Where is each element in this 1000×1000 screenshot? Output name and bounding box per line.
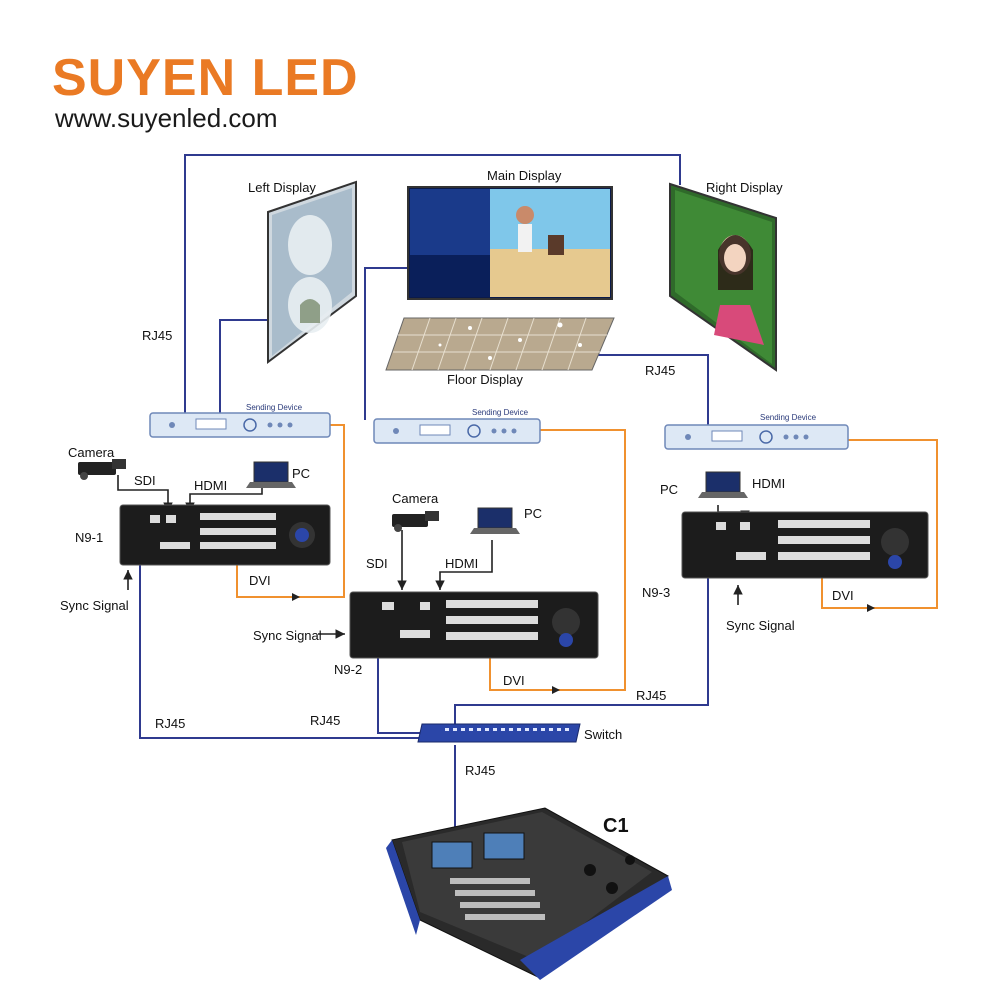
rj45-label-3: RJ45 (155, 716, 185, 731)
rj45-label-4: RJ45 (310, 713, 340, 728)
camera-2-label: Camera (392, 491, 439, 506)
processor-n9-1 (119, 504, 331, 566)
rj45-lines (139, 154, 709, 830)
left-display-label: Left Display (248, 180, 316, 195)
pc-1-label: PC (292, 466, 310, 481)
sending-device-2 (373, 418, 541, 444)
sending-device-3-label: Sending Device (760, 413, 817, 422)
pc-3-label: PC (660, 482, 678, 497)
dvi-label-1: DVI (249, 573, 271, 588)
controller-c1 (386, 807, 672, 980)
main-display (407, 186, 613, 300)
processor-n9-3 (681, 511, 929, 579)
sdi-label-2: SDI (366, 556, 388, 571)
hdmi-label-2: HDMI (445, 556, 478, 571)
sync-signal-label-3: Sync Signal (726, 618, 795, 633)
sending-device-3 (664, 424, 849, 450)
rj45-label-2: RJ45 (645, 363, 675, 378)
sync-signal-label-2: Sync Signal (253, 628, 322, 643)
left-display (267, 180, 357, 364)
pc-3-icon (698, 471, 748, 498)
n9-3-label: N9-3 (642, 585, 670, 600)
floor-display-label: Floor Display (447, 372, 523, 387)
camera-1-icon (78, 459, 126, 480)
dvi-lines (236, 424, 938, 691)
dvi-arrows (292, 593, 875, 694)
switch-label: Switch (584, 727, 622, 742)
source-lines (117, 475, 750, 639)
n9-1-label: N9-1 (75, 530, 103, 545)
brand-logo: SUYEN LED (52, 49, 359, 107)
c1-label: C1 (603, 815, 629, 837)
rj45-label-6: RJ45 (465, 763, 495, 778)
sending-device-1 (149, 412, 331, 438)
sdi-label-1: SDI (134, 473, 156, 488)
dvi-label-3: DVI (832, 588, 854, 603)
website-url: www.suyenled.com (54, 103, 278, 133)
rj45-label-5: RJ45 (636, 688, 666, 703)
n9-2-label: N9-2 (334, 662, 362, 677)
pc-2-label: PC (524, 506, 542, 521)
network-switch (417, 723, 581, 743)
dvi-label-2: DVI (503, 673, 525, 688)
sending-device-2-label: Sending Device (472, 408, 529, 417)
camera-2-icon (392, 511, 439, 532)
rj45-label-1: RJ45 (142, 328, 172, 343)
sync-signal-label-1: Sync Signal (60, 598, 129, 613)
hdmi-label-1: HDMI (194, 478, 227, 493)
sending-device-1-label: Sending Device (246, 403, 303, 412)
main-display-label: Main Display (487, 168, 562, 183)
right-display (669, 182, 777, 372)
pc-1-icon (246, 461, 296, 488)
floor-display (385, 317, 615, 371)
camera-1-label: Camera (68, 445, 115, 460)
processor-n9-2 (349, 591, 599, 659)
pc-2-icon (470, 507, 520, 534)
hdmi-label-3: HDMI (752, 476, 785, 491)
right-display-label: Right Display (706, 180, 783, 195)
